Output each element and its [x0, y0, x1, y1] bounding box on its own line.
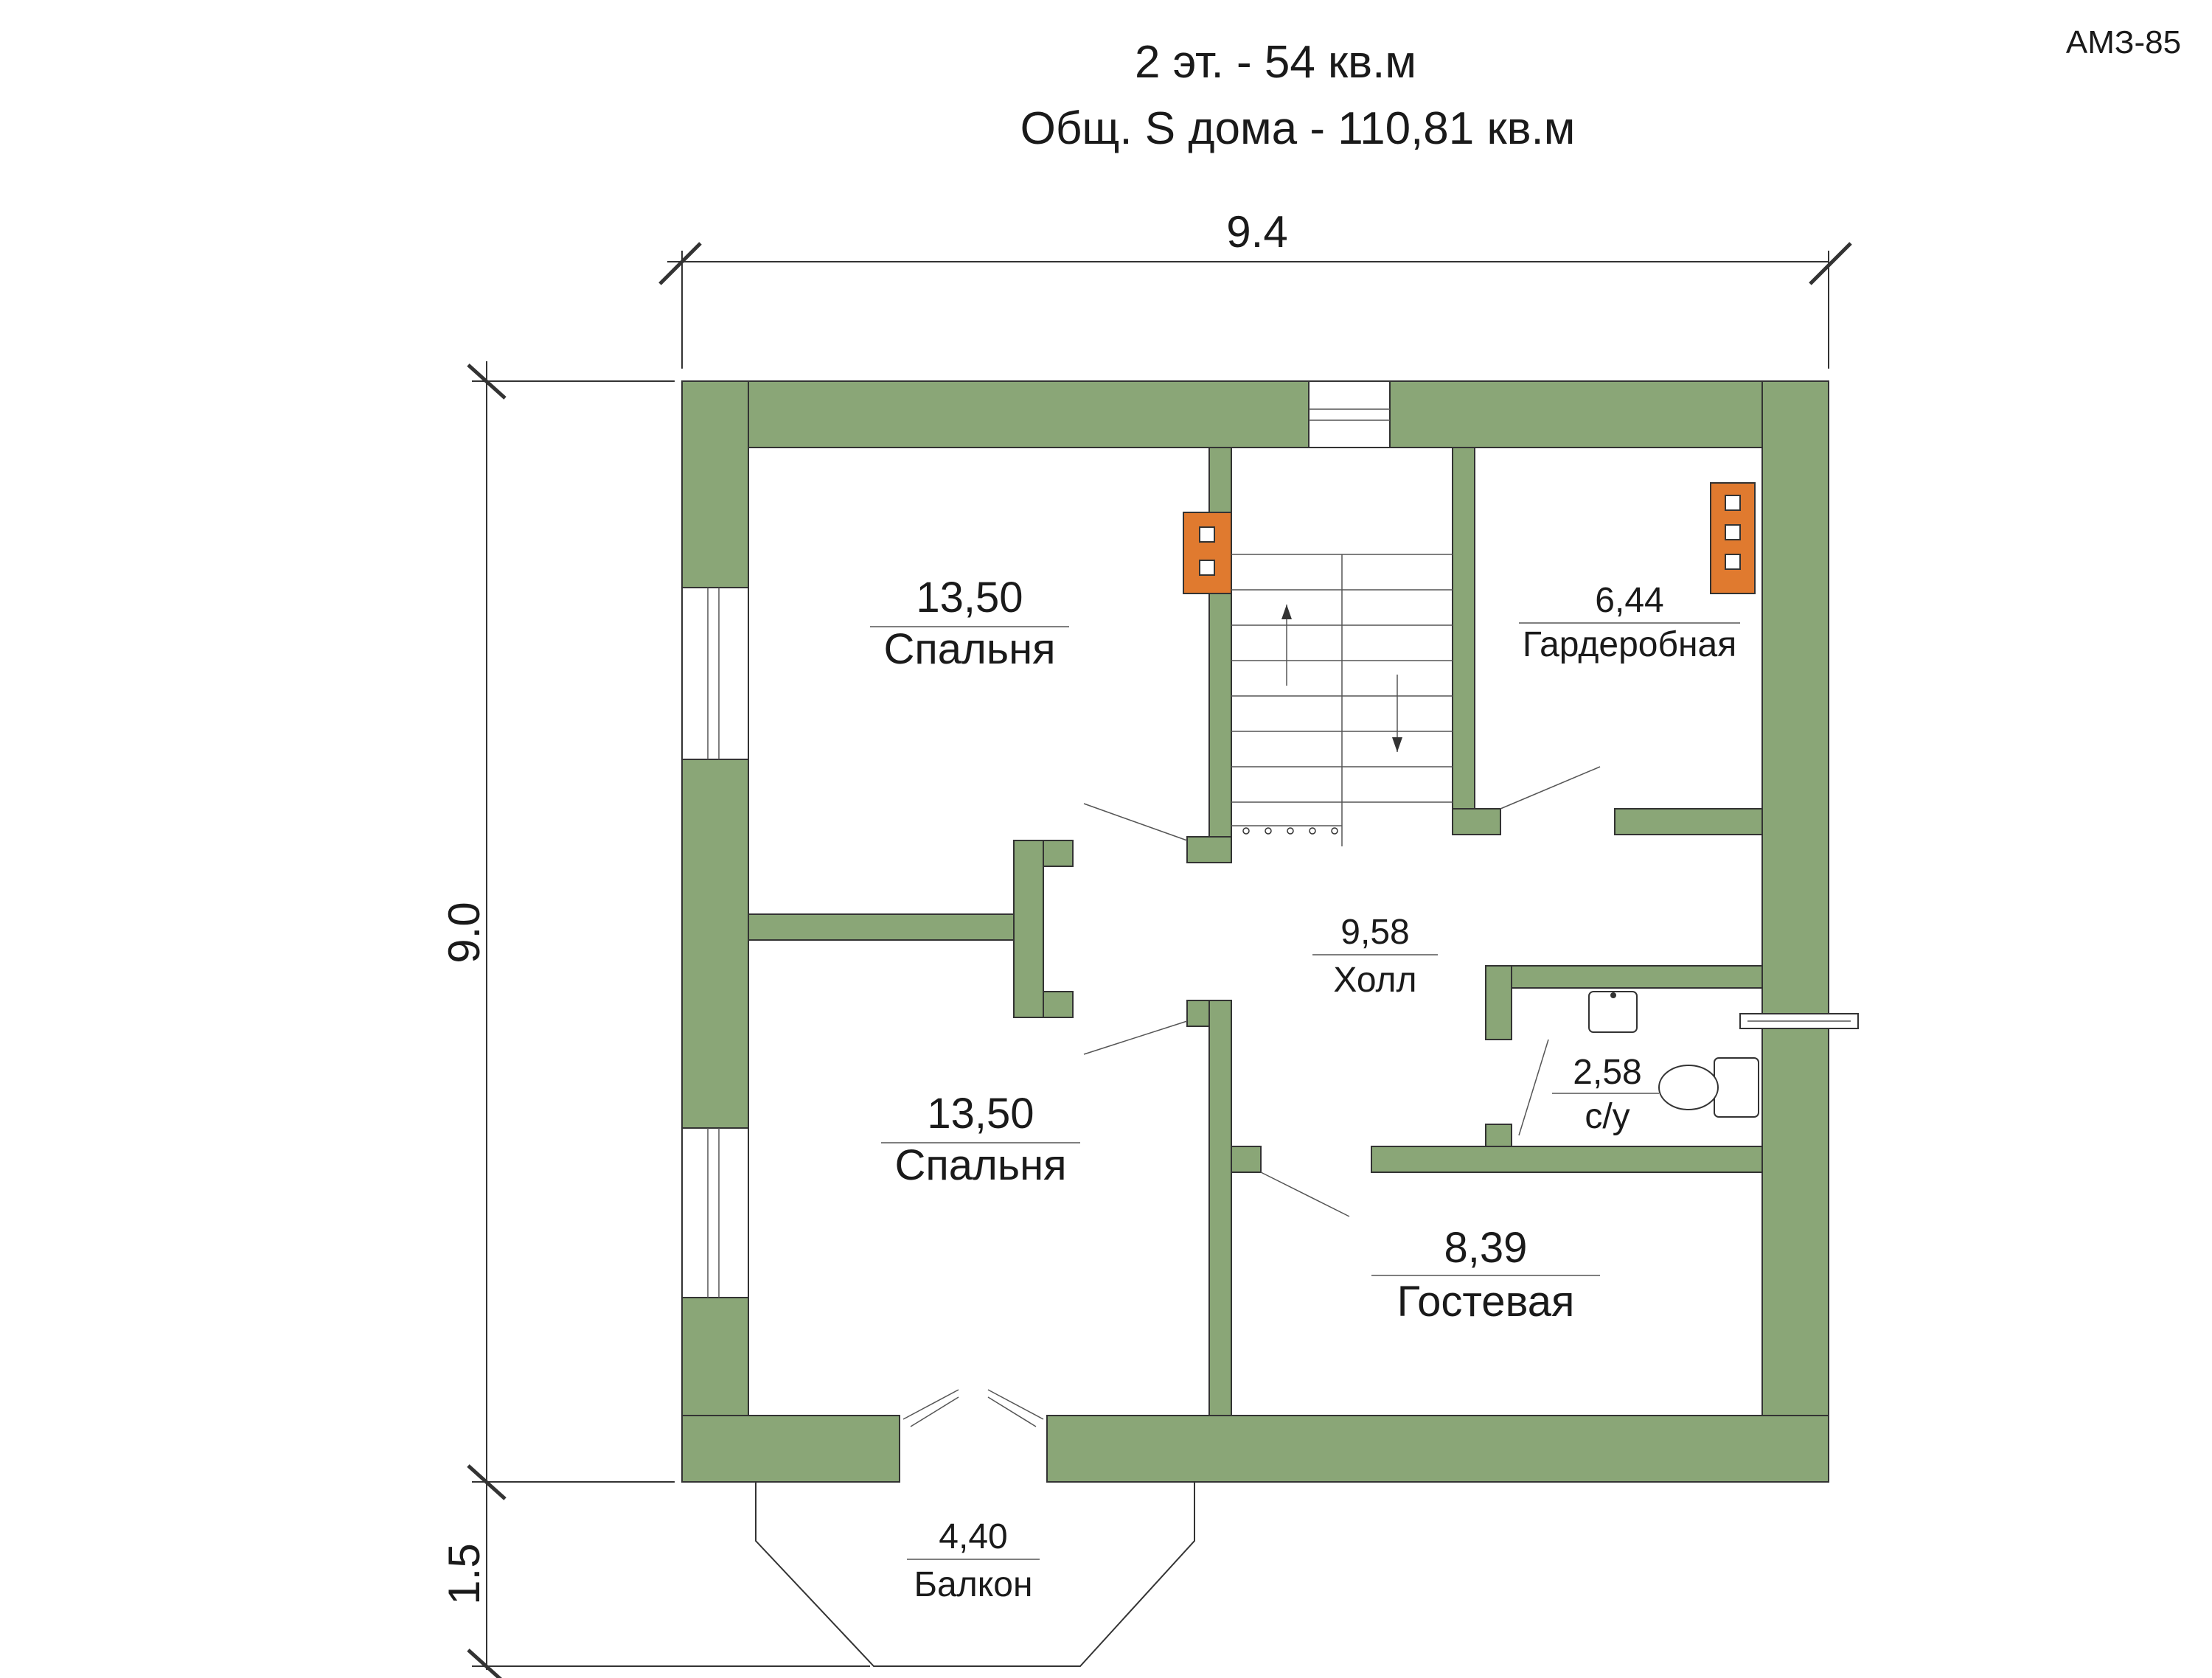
room-area: 2,58 [1573, 1053, 1641, 1092]
room-balcony: 4,40 Балкон [907, 1517, 1040, 1604]
room-name: Холл [1333, 961, 1416, 1000]
room-name: Балкон [914, 1565, 1033, 1604]
room-area: 13,50 [927, 1090, 1034, 1138]
toilet-fixture [1658, 1057, 1759, 1118]
balcony-doors [902, 1389, 1044, 1427]
balcony-depth-label: 1.5 [439, 1543, 489, 1604]
room-bedroom-1: 13,50 Спальня [870, 574, 1069, 673]
room-bedroom-2: 13,50 Спальня [881, 1090, 1080, 1189]
vent-pipe [1739, 1013, 1859, 1029]
room-name: Спальня [883, 625, 1055, 673]
room-wardrobe: 6,44 Гардеробная [1519, 581, 1740, 664]
width-dimension: 9.4 [658, 207, 1852, 369]
sink-fixture [1588, 991, 1638, 1033]
plan-title-line1: 2 эт. - 54 кв.м [1135, 37, 1416, 88]
balcony-outline [755, 1482, 1195, 1667]
door-swings [1083, 766, 1601, 1217]
room-area: 6,44 [1595, 581, 1663, 620]
room-area: 9,58 [1340, 913, 1409, 952]
staircase [1231, 554, 1453, 846]
exterior-walls [681, 380, 1829, 1483]
width-label: 9.4 [1226, 207, 1287, 257]
room-area: 8,39 [1444, 1224, 1528, 1272]
room-name: с/у [1585, 1097, 1630, 1136]
room-guest: 8,39 Гостевая [1371, 1224, 1600, 1326]
room-name: Спальня [894, 1141, 1066, 1189]
project-code: АМЗ-85 [2066, 24, 2181, 60]
room-name: Гардеробная [1523, 625, 1736, 664]
chimney-right [1710, 482, 1756, 594]
plan-title-line2: Общ. S дома - 110,81 кв.м [1020, 103, 1576, 154]
height-dimension: 9.0 1.5 [439, 361, 870, 1678]
chimney-left [1183, 512, 1232, 594]
room-area: 4,40 [939, 1517, 1007, 1556]
height-label: 9.0 [439, 902, 489, 963]
room-bathroom: 2,58 с/у [1552, 1053, 1659, 1136]
room-area: 13,50 [916, 574, 1023, 622]
interior-walls [748, 447, 1763, 1416]
room-name: Гостевая [1397, 1278, 1575, 1326]
room-hall: 9,58 Холл [1312, 913, 1438, 1000]
